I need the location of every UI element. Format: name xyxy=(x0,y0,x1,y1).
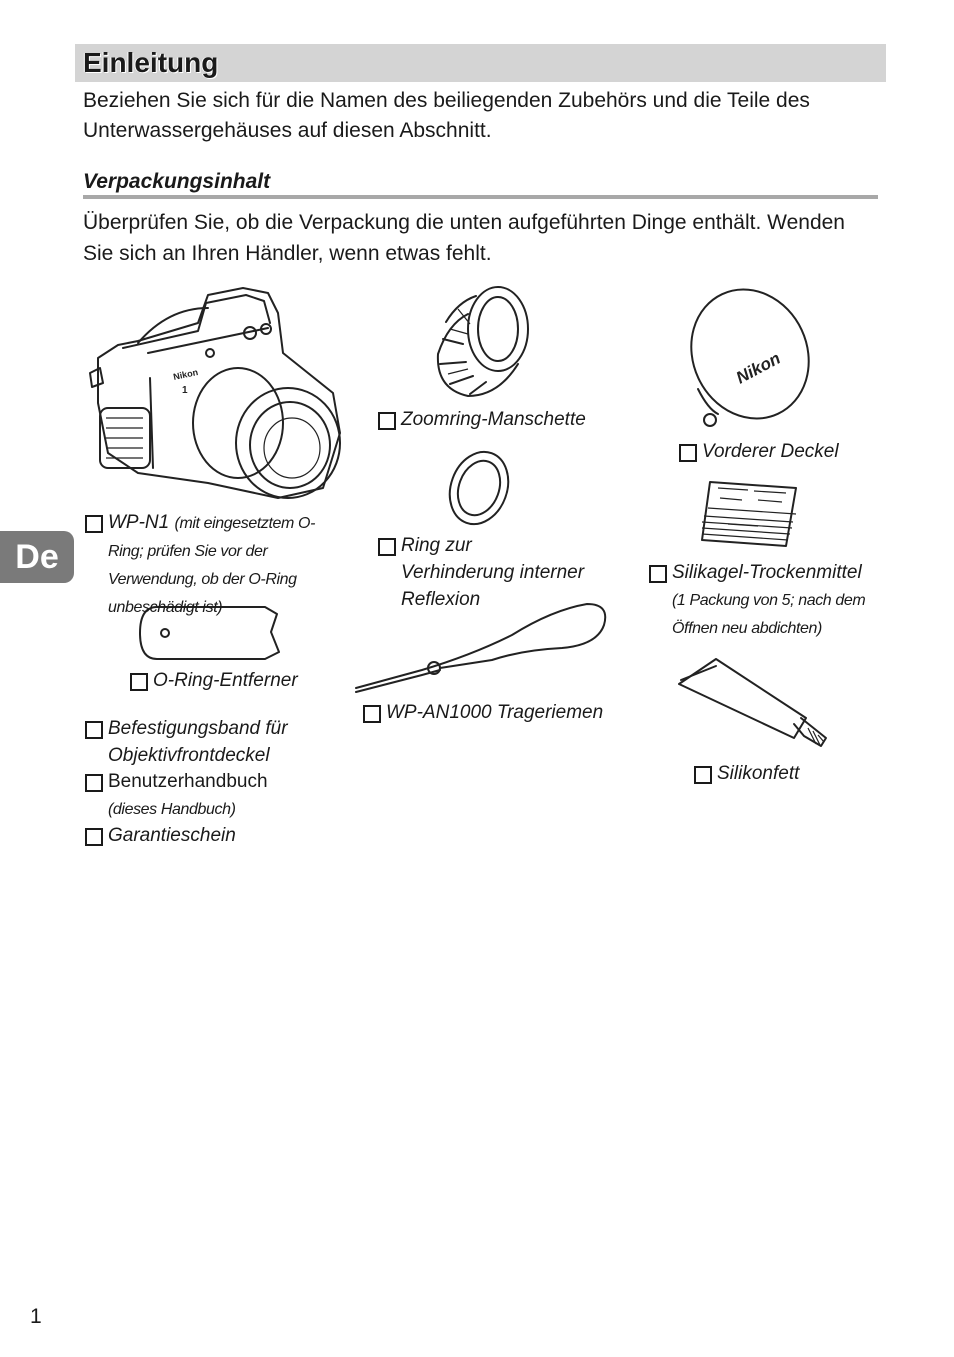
silica-gel-checkbox[interactable] xyxy=(649,565,667,583)
housing-checkbox[interactable] xyxy=(85,515,103,533)
silicone-grease-illustration xyxy=(678,658,827,747)
reflection-ring-name: Ring zur Verhinderung interner Reflexion xyxy=(401,535,585,610)
housing-illustration: Nikon 1 xyxy=(89,287,341,499)
zoom-sleeve-illustration xyxy=(436,286,529,397)
manual-name: Benutzerhandbuch xyxy=(108,771,268,792)
silica-gel-note: (1 Packung von 5; nach dem Öffnen neu ab… xyxy=(672,592,866,637)
strap-checkbox[interactable] xyxy=(363,705,381,723)
lens-cap-band-checkbox[interactable] xyxy=(85,721,103,739)
oring-remover-name: O-Ring-Entferner xyxy=(153,670,298,691)
item-lens-cap-band: Befestigungsband für Objektivfrontdeckel xyxy=(85,715,305,769)
silica-gel-name: Silikagel-Trockenmittel xyxy=(672,562,862,583)
intro-paragraph: Beziehen Sie sich für die Namen des beil… xyxy=(83,89,810,142)
strap-name: WP-AN1000 Trageriemen xyxy=(386,702,604,723)
item-oring-remover: O-Ring-Entferner xyxy=(130,667,298,694)
item-strap: WP-AN1000 Trageriemen xyxy=(363,699,603,726)
housing-logo: Nikon xyxy=(172,367,199,382)
oring-remover-illustration xyxy=(139,606,280,660)
zoom-sleeve-checkbox[interactable] xyxy=(378,412,396,430)
housing-name: WP-N1 xyxy=(108,512,170,533)
oring-remover-checkbox[interactable] xyxy=(130,673,148,691)
item-silicone-grease: Silikonfett xyxy=(694,760,799,787)
front-cap-checkbox[interactable] xyxy=(679,444,697,462)
silica-gel-illustration xyxy=(701,481,797,547)
item-zoom-sleeve: Zoomring-Manschette xyxy=(378,406,586,433)
front-cap-illustration: Nikon xyxy=(690,288,810,427)
reflection-ring-checkbox[interactable] xyxy=(378,538,396,556)
subsection-paragraph: Überprüfen Sie, ob die Verpackung die un… xyxy=(83,211,845,265)
page-number: 1 xyxy=(30,1305,42,1328)
item-manual: Benutzerhandbuch (dieses Handbuch) xyxy=(85,768,305,823)
reflection-ring-illustration xyxy=(448,450,510,526)
section-header-bar xyxy=(75,44,886,82)
item-reflection-ring: Ring zur Verhinderung interner Reflexion xyxy=(378,532,588,613)
item-silica-gel: Silikagel-Trockenmittel (1 Packung von 5;… xyxy=(649,559,869,642)
manual-note: (dieses Handbuch) xyxy=(108,801,236,818)
warranty-name: Garantieschein xyxy=(108,825,236,846)
lens-cap-band-name: Befestigungsband für Objektivfrontdeckel xyxy=(108,718,288,766)
subsection-title: Verpackungsinhalt xyxy=(83,170,271,193)
strap-illustration xyxy=(355,603,607,693)
subsection-rule xyxy=(83,195,878,199)
item-housing: WP-N1 (mit eingesetztem O-Ring; prüfen S… xyxy=(85,509,350,621)
housing-note: (mit eingesetztem O-Ring; prüfen Sie vor… xyxy=(108,515,316,616)
silicone-grease-name: Silikonfett xyxy=(717,763,800,784)
front-cap-name: Vorderer Deckel xyxy=(702,441,839,462)
manual-checkbox[interactable] xyxy=(85,774,103,792)
zoom-sleeve-name: Zoomring-Manschette xyxy=(401,409,586,430)
housing-model: 1 xyxy=(182,385,188,396)
section-title: Einleitung xyxy=(83,47,219,78)
item-warranty: Garantieschein xyxy=(85,822,236,849)
language-tab: De xyxy=(0,531,74,583)
silicone-grease-checkbox[interactable] xyxy=(694,766,712,784)
warranty-checkbox[interactable] xyxy=(85,828,103,846)
front-cap-logo: Nikon xyxy=(733,349,784,388)
item-front-cap: Vorderer Deckel xyxy=(679,438,839,465)
